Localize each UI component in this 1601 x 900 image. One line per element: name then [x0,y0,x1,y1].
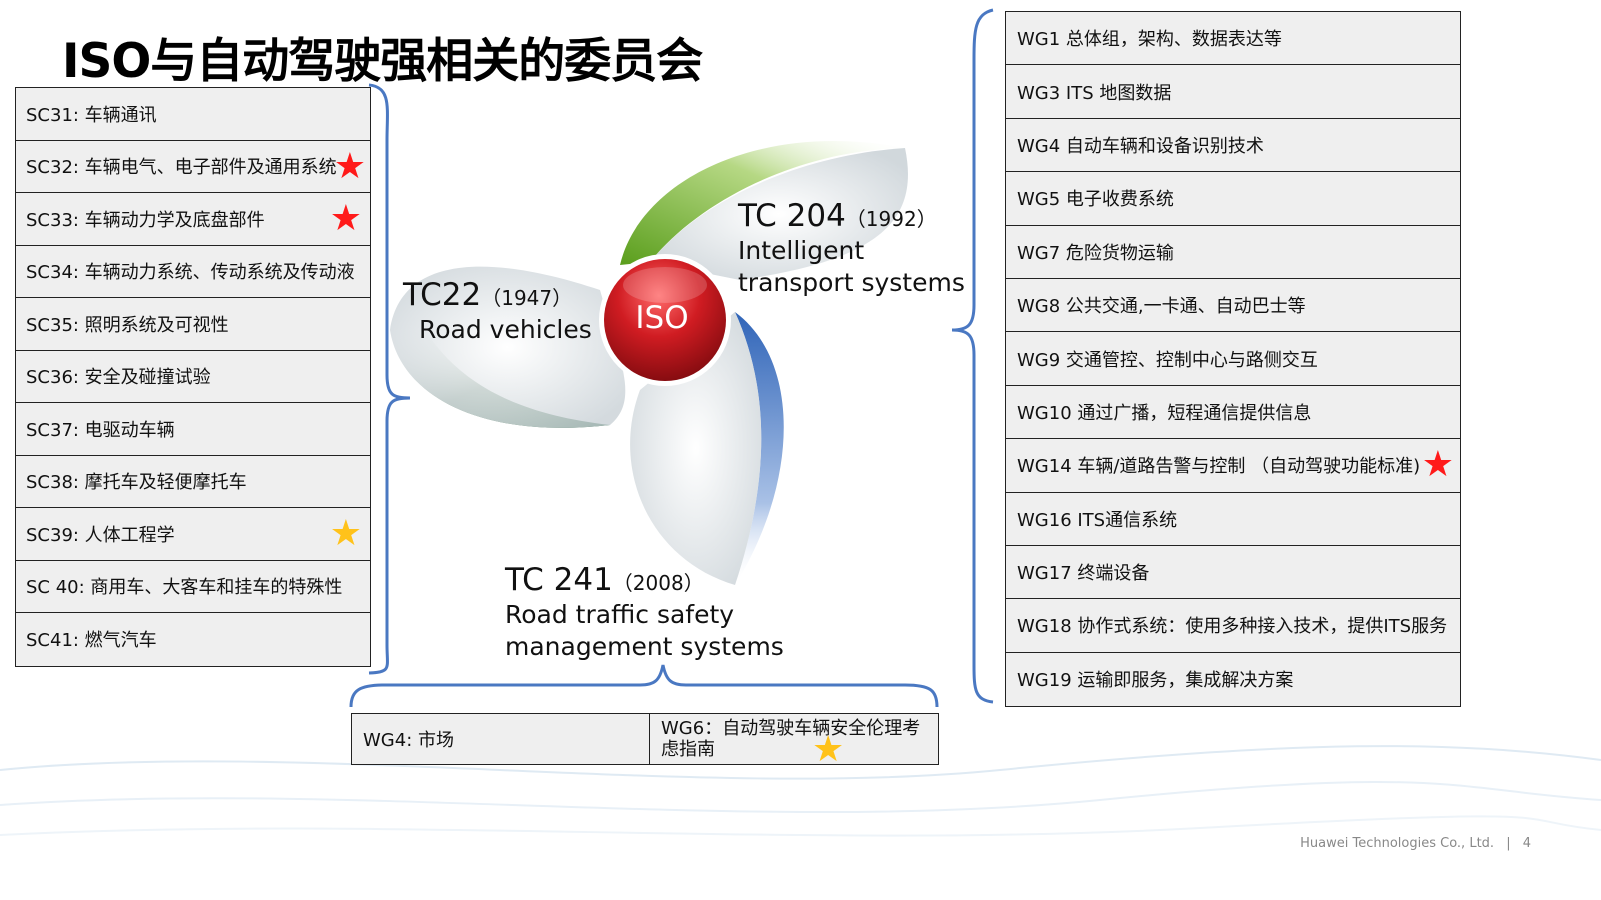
iso-sphere [604,259,726,381]
tc22-year: （1947） [481,286,573,310]
item-label: WG14 车辆/道路告警与控制 （自动驾驶功能标准) [1017,456,1421,478]
item-label: WG9 交通管控、控制中心与路侧交互 [1017,349,1318,371]
item-label: SC35: 照明系统及可视性 [26,314,229,336]
wg-item: WG4 自动车辆和设备识别技术 [1006,118,1460,173]
item-label: WG16 ITS通信系统 [1017,509,1178,531]
sc-item: SC33: 车辆动力学及底盘部件 ★ [16,193,370,246]
sc-item: SC34: 车辆动力系统、传动系统及传动液 [16,245,370,298]
wg-item: WG9 交通管控、控制中心与路侧交互 [1006,332,1460,386]
bracket-bottom [349,664,939,708]
wg-item: WG14 车辆/道路告警与控制 （自动驾驶功能标准)★ [1006,439,1460,493]
red-star-icon: ★ [1421,444,1454,486]
wg-item: WG1 总体组，架构、数据表达等 [1006,12,1460,66]
wg-item: WG18 协作式系统：使用多种接入技术，提供ITS服务 [1006,599,1460,653]
wg-item: WG16 ITS通信系统 [1006,492,1460,546]
item-label: WG18 协作式系统：使用多种接入技术，提供ITS服务 [1017,616,1448,638]
item-label: WG17 终端设备 [1017,563,1150,585]
tc241-code: TC 241 [505,562,613,598]
tc241-heading: TC 241（2008） [505,562,704,598]
item-label: SC34: 车辆动力系统、传动系统及传动液 [26,262,355,284]
tc241-wg-item: WG6：自动驾驶车辆安全伦理考虑指南★ [650,714,938,768]
tc241-name-line: management systems [505,632,784,661]
tc22-heading: TC22（1947） [403,277,572,313]
item-label: SC31: 车辆通讯 [26,104,157,126]
item-label: WG7 危险货物运输 [1017,242,1174,264]
sc-item: SC 40: 商用车、大客车和挂车的特殊性 [16,560,370,613]
tc241-wg-item: WG4: 市场 [352,714,650,764]
footer-company: Huawei Technologies Co., Ltd. [1300,836,1495,851]
item-label: WG6：自动驾驶车辆安全伦理考虑指南 [661,718,921,760]
swoosh-green [620,141,908,280]
red-star-icon: ★ [329,198,362,239]
item-label: SC38: 摩托车及轻便摩托车 [26,472,247,494]
wg-item: WG19 运输即服务，集成解决方案 [1006,652,1460,707]
item-label: SC32: 车辆电气、电子部件及通用系统 [26,157,337,179]
tc22-code: TC22 [403,277,482,313]
bracket-left [368,83,411,675]
item-label: WG4 自动车辆和设备识别技术 [1017,135,1264,157]
tc204-name: Intelligent transport systems [738,235,965,299]
tc241-name: Road traffic safety management systems [505,599,784,663]
iso-logo-text: ISO [635,300,689,336]
tc204-workgroup-table: WG1 总体组，架构、数据表达等 WG3 ITS 地图数据 WG4 自动车辆和设备识… [1005,11,1461,708]
sc-item: SC32: 车辆电气、电子部件及通用系统★ [16,140,370,193]
item-label: SC 40: 商用车、大客车和挂车的特殊性 [26,577,343,599]
wg-item: WG17 终端设备 [1006,545,1460,600]
tc204-name-line: Intelligent [738,236,865,265]
bracket-right [951,8,994,704]
tc204-name-line: transport systems [738,268,965,297]
item-label: WG10 通过广播，短程通信提供信息 [1017,402,1312,424]
sc-item: SC39: 人体工程学 ★ [16,508,370,561]
sc-item: SC41: 燃气汽车 [16,613,370,666]
red-star-icon: ★ [333,145,366,187]
tc241-workgroup-table: WG4: 市场 WG6：自动驾驶车辆安全伦理考虑指南★ [351,713,939,768]
sc-item: SC37: 电驱动车辆 [16,403,370,456]
page-title: ISO与自动驾驶强相关的委员会 [62,34,703,89]
gold-star-icon: ★ [812,729,845,770]
tc204-year: （1992） [845,207,937,231]
tc204-heading: TC 204（1992） [738,198,937,234]
tc22-name: Road vehicles [419,315,592,344]
item-label: WG1 总体组，架构、数据表达等 [1017,29,1282,51]
sc-item: SC31: 车辆通讯 [16,88,370,141]
item-label: SC37: 电驱动车辆 [26,419,175,441]
item-label: WG4: 市场 [363,730,454,751]
tc241-name-line: Road traffic safety [505,600,735,629]
tc204-code: TC 204 [738,198,846,234]
item-label: WG19 运输即服务，集成解决方案 [1017,670,1294,692]
sc-item: SC36: 安全及碰撞试验 [16,350,370,403]
item-label: WG3 ITS 地图数据 [1017,82,1172,104]
footer-page-number: 4 [1522,836,1531,851]
wg-item: WG7 危险货物运输 [1006,225,1460,279]
item-label: SC33: 车辆动力学及底盘部件 [26,209,265,231]
item-label: WG5 电子收费系统 [1017,189,1174,211]
wg-item: WG5 电子收费系统 [1006,172,1460,226]
swoosh-dark-green [390,266,626,428]
item-label: SC36: 安全及碰撞试验 [26,367,211,389]
tc241-year: （2008） [612,571,704,595]
wg-item: WG8 公共交通,一卡通、自动巴士等 [1006,278,1460,333]
sc-item: SC38: 摩托车及轻便摩托车 [16,455,370,508]
item-label: WG8 公共交通,一卡通、自动巴士等 [1017,296,1306,318]
wg-item: WG10 通过广播，短程通信提供信息 [1006,385,1460,440]
footer-separator: | [1506,836,1511,851]
item-label: SC39: 人体工程学 [26,524,175,546]
sc-item: SC35: 照明系统及可视性 [16,298,370,351]
gold-star-icon: ★ [329,513,362,554]
footer: Huawei Technologies Co., Ltd. | 4 [1300,836,1531,851]
item-label: SC41: 燃气汽车 [26,630,157,652]
wg-item: WG3 ITS 地图数据 [1006,65,1460,119]
